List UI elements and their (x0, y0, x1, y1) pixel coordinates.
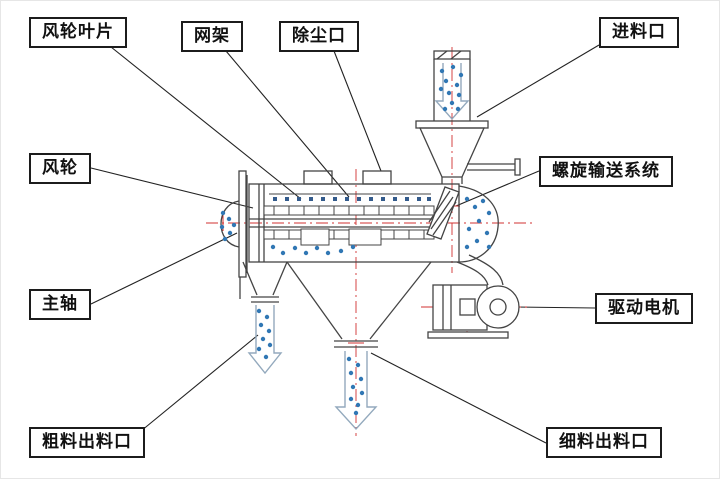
fine-outlet-cone (286, 261, 432, 348)
fan-blade-strips (263, 205, 435, 246)
mesh-screen (269, 193, 431, 201)
leader-fan-blades (110, 46, 302, 200)
label-main-shaft: 主轴 (29, 289, 91, 321)
leader-dust-port (333, 50, 382, 172)
coarse-flow-arrow (247, 305, 283, 375)
leader-fan-wheel (90, 167, 254, 209)
coarse-outlet-cone (242, 261, 288, 303)
leader-drive-motor (514, 306, 596, 309)
feed-flow-arrow (434, 63, 470, 121)
label-feed-inlet: 进料口 (599, 17, 679, 49)
label-screw-conveyor: 螺旋输送系统 (539, 156, 673, 188)
label-fan-wheel: 风轮 (29, 153, 91, 185)
label-mesh-frame: 网架 (181, 21, 243, 53)
flow-arrows (247, 63, 470, 431)
label-drive-motor: 驱动电机 (595, 293, 693, 325)
label-coarse-outlet: 粗料出料口 (29, 427, 145, 459)
label-fine-outlet: 细料出料口 (546, 427, 662, 459)
top-port-left (303, 170, 333, 185)
main-shaft-lines (249, 218, 437, 228)
leader-mesh-frame (225, 50, 350, 198)
leader-main-shaft (90, 232, 238, 305)
particle-dots (219, 64, 492, 416)
blade-hub-left (300, 228, 330, 246)
feed-hopper (415, 50, 521, 184)
leader-screw (455, 170, 540, 207)
fine-flow-arrow (334, 351, 378, 431)
leader-coarse (140, 334, 259, 432)
dust-port-stub (362, 170, 392, 185)
leader-feed-inlet (476, 44, 600, 118)
fan-wheel-cap (220, 200, 240, 248)
blade-hub-right (348, 228, 382, 246)
label-fan-blades: 风轮叶片 (29, 17, 127, 49)
label-dust-port: 除尘口 (279, 21, 359, 53)
leader-lines (90, 44, 600, 444)
screw-conveyor-chamber (426, 185, 504, 286)
drive-motor (427, 284, 520, 339)
drum-body (220, 170, 460, 299)
leader-fine (370, 352, 547, 444)
valve-handle (514, 158, 521, 176)
